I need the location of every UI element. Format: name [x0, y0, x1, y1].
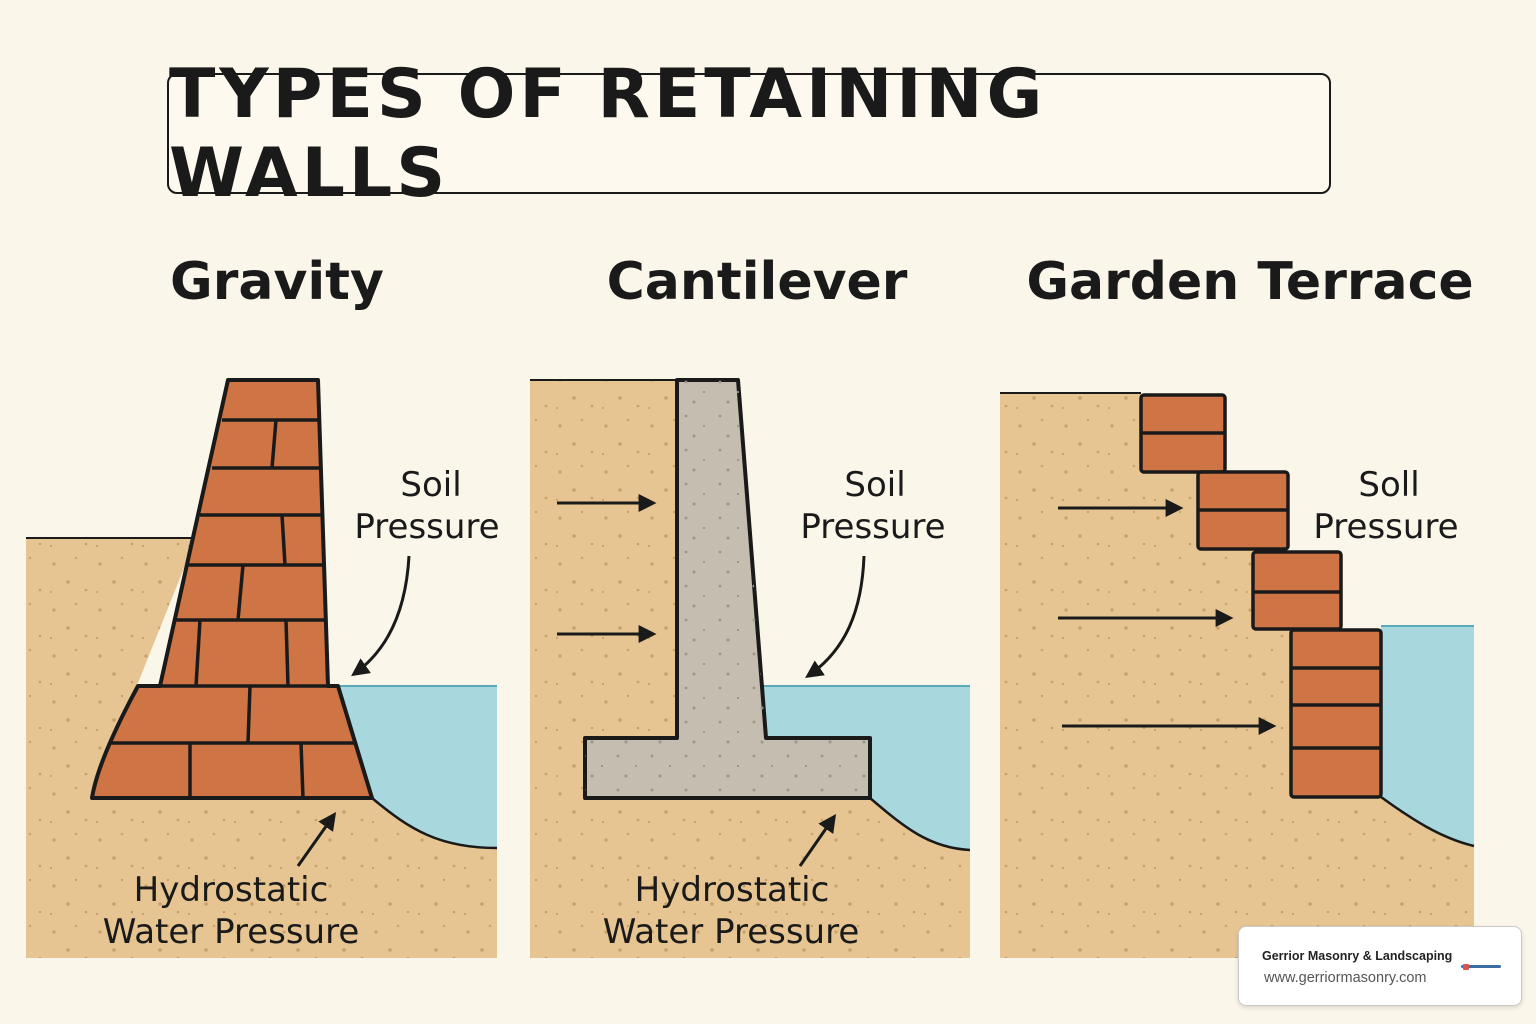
company-url[interactable]: www.gerriormasonry.com — [1264, 970, 1427, 986]
soil-pressure-label-line2: Pressure — [354, 507, 499, 547]
water-pressure-label-line2: Water Pressure — [103, 912, 360, 952]
garden-terrace-heading: Garden Terrace — [1026, 252, 1474, 312]
soil-pressure-label-line1: Soil — [400, 465, 461, 505]
water-body — [1381, 626, 1474, 846]
title-box: TYPES OF RETAINING WALLS — [167, 55, 1331, 213]
page-title: TYPES OF RETAINING WALLS — [169, 54, 1047, 213]
gravity-panel: Soil Pressure Hydrostatic Water Pressure — [26, 378, 500, 958]
soil-pressure-label-line1: Soll — [1358, 465, 1419, 505]
gravity-heading: Gravity — [170, 252, 384, 312]
water-pressure-arrow — [798, 814, 837, 867]
water-pressure-label-line2: Water Pressure — [603, 912, 860, 952]
cantilever-wall — [583, 378, 872, 800]
company-logo-mark — [1461, 964, 1501, 970]
soil-pressure-label-line2: Pressure — [800, 507, 945, 547]
water-pressure-arrow — [296, 812, 337, 867]
terrace-brick-tier-2 — [1196, 470, 1290, 551]
soil-pressure-label-line2: Pressure — [1313, 507, 1458, 547]
water-body — [763, 686, 970, 850]
gravity-wall — [90, 378, 374, 800]
terrace-brick-tier-1 — [1139, 393, 1227, 474]
soil-pressure-arrow — [805, 555, 866, 679]
footer-card: Gerrior Masonry & Landscaping www.gerrio… — [1238, 926, 1522, 1006]
company-name: Gerrior Masonry & Landscaping — [1262, 949, 1453, 963]
soil-pressure-label-line1: Soil — [844, 465, 905, 505]
terrace-brick-tier-4 — [1289, 628, 1383, 799]
water-pressure-label-line1: Hydrostatic — [134, 870, 329, 910]
water-pressure-label-line1: Hydrostatic — [635, 870, 830, 910]
garden-terrace-panel: Soll Pressure — [1000, 392, 1475, 958]
terrace-brick-tier-3 — [1251, 550, 1343, 631]
cantilever-heading: Cantilever — [606, 252, 908, 312]
water-body — [335, 686, 497, 848]
soil-pressure-arrow — [351, 555, 411, 677]
cantilever-panel: Soil Pressure Hydrostatic Water Pressure — [530, 378, 971, 958]
